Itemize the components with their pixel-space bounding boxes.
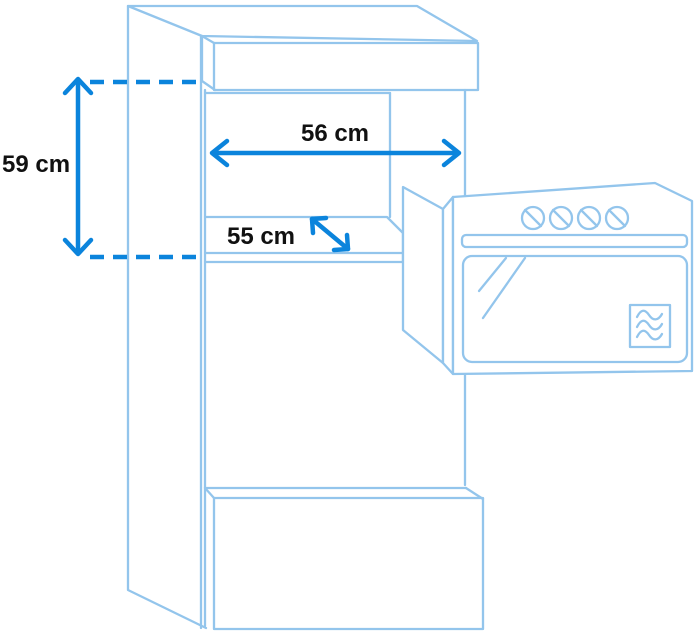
door-reflection [477, 256, 527, 320]
width-label: 56 cm [301, 120, 369, 147]
cabinet-cornice [200, 34, 480, 92]
oven [401, 181, 694, 376]
oven-knob-icon [548, 205, 574, 231]
cabinet [126, 4, 485, 631]
diagonal-arrow [309, 215, 351, 253]
oven-knob-icon [576, 205, 602, 231]
vertical-arrow [62, 76, 94, 257]
cabinet-left-panel [126, 4, 208, 630]
height-dimension: 59 cm [2, 76, 205, 260]
height-label: 59 cm [2, 151, 70, 178]
depth-label: 55 cm [227, 223, 295, 250]
oven-knob-icon [604, 205, 630, 231]
cabinet-top-surface [126, 4, 479, 43]
heat-waves-icon [628, 303, 672, 349]
oven-side-edge [441, 195, 455, 376]
oven-handle [460, 233, 689, 249]
depth-dimension: 55 cm [227, 215, 351, 253]
drawer-front [212, 496, 485, 631]
cabinet-base-drawer [203, 486, 485, 631]
width-dimension: 56 cm [209, 120, 462, 168]
oven-knob-icon [520, 205, 546, 231]
oven-knobs [520, 205, 630, 231]
oven-rear-box [401, 185, 445, 365]
horizontal-arrow [209, 138, 462, 168]
